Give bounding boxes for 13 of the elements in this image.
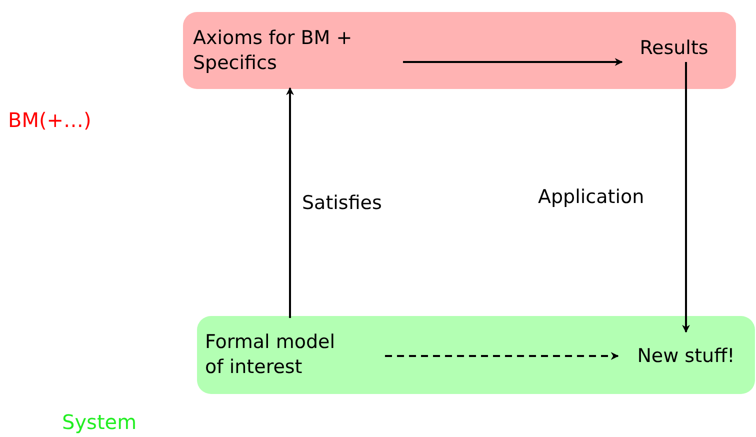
arrow [682,62,690,333]
arrow [286,87,294,318]
edge-label: Application [538,186,644,208]
node-label: Results [640,36,708,60]
arrow [385,352,619,360]
arrow [403,58,623,66]
band-background [183,12,736,89]
group-label: BM(+…) [8,108,92,132]
node-label: Formal model of interest [205,330,336,380]
band-background [197,316,755,394]
node-label: Axioms for BM + Specifics [193,26,353,76]
group-label: System [62,410,137,434]
node-label: New stuff! [637,344,735,368]
